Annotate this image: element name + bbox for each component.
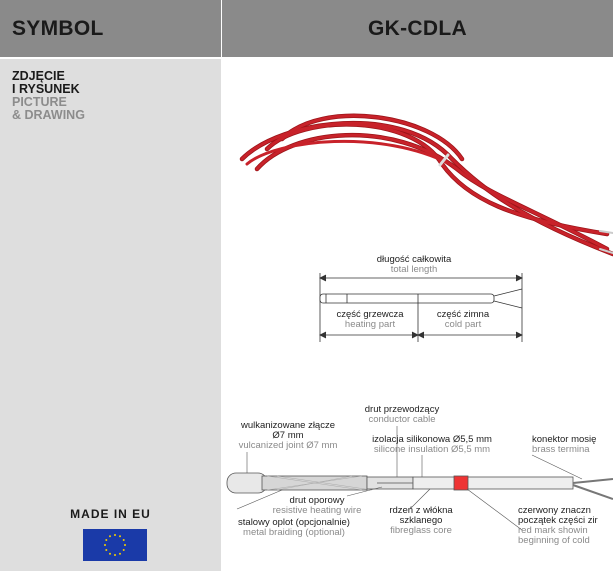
cold-part-label: część zimna cold part <box>428 310 498 330</box>
total-length-pl: długość całkowita <box>376 254 452 265</box>
connector-en: brass termina <box>532 444 590 455</box>
red-mark-label: czerwony znaczn początek części zir red … <box>518 506 613 546</box>
core-pl-2: szklanego <box>399 515 443 526</box>
insulation-label: izolacja silikonowa Ø5,5 mm silicone ins… <box>364 435 500 455</box>
joint-label: wulkanizowane złącze Ø7 mm vulcanized jo… <box>222 421 354 451</box>
product-illustration <box>226 113 613 531</box>
total-length-label: długość całkowita total length <box>344 255 484 275</box>
annotations: długość całkowita total length część grz… <box>222 59 613 571</box>
eu-flag-icon <box>83 529 147 561</box>
joint-pl-2: Ø7 mm <box>272 430 304 441</box>
made-in-eu-label: MADE IN EU <box>70 507 151 521</box>
core-pl-1: rdzeń z włókna <box>389 505 453 516</box>
heating-wire-en: resistive heating wire <box>272 505 362 516</box>
cold-part-pl: część zimna <box>436 309 490 320</box>
conductor-en: conductor cable <box>368 414 436 425</box>
core-label: rdzeń z włókna szklanego fibreglass core <box>377 506 465 536</box>
red-mark-en-1: red mark showin <box>518 525 588 536</box>
joint-en: vulcanized joint Ø7 mm <box>238 440 338 451</box>
cable-photo <box>239 113 613 257</box>
red-mark-pl-2: początek części zir <box>518 515 598 526</box>
header-model-label: GK-CDLA <box>368 17 467 40</box>
braiding-en: metal braiding (optional) <box>243 527 345 538</box>
label-pl-line1: ZDJĘCIE <box>12 69 65 83</box>
label-en-line1: PICTURE <box>12 95 67 109</box>
red-mark-pl-1: czerwony znaczn <box>518 505 591 516</box>
connector-label: konektor mosię brass termina <box>532 435 613 455</box>
heating-wire-pl: drut oporowy <box>289 495 345 506</box>
heating-wire-label: drut oporowy resistive heating wire <box>262 496 372 516</box>
schematic-drawing <box>319 273 523 342</box>
leader-lines <box>236 426 583 531</box>
main-panel <box>222 59 613 571</box>
header-model-cell: GK-CDLA <box>222 0 613 57</box>
cold-part-en: cold part <box>444 319 482 330</box>
header-symbol-label: SYMBOL <box>12 17 104 40</box>
joint-pl-1: wulkanizowane złącze <box>241 420 335 431</box>
sidebar-label: ZDJĘCIE I RYSUNEK PICTURE & DRAWING <box>12 70 85 122</box>
cable-cross-section <box>226 472 613 500</box>
conductor-label: drut przewodzący conductor cable <box>347 405 457 425</box>
total-length-en: total length <box>390 264 438 275</box>
heating-part-pl: część grzewcza <box>336 309 404 320</box>
conductor-pl: drut przewodzący <box>364 404 440 415</box>
insulation-en: silicone insulation Ø5,5 mm <box>373 444 491 455</box>
core-en: fibreglass core <box>390 525 452 536</box>
heating-part-en: heating part <box>344 319 396 330</box>
connector-pl: konektor mosię <box>532 434 597 445</box>
label-pl-line2: I RYSUNEK <box>12 82 80 96</box>
column-divider <box>221 0 222 571</box>
heating-part-label: część grzewcza heating part <box>322 310 418 330</box>
label-en-line2: & DRAWING <box>12 108 85 122</box>
header-symbol-cell: SYMBOL <box>0 0 221 57</box>
braiding-label: stalowy oplot (opcjonalnie) metal braidi… <box>224 518 364 538</box>
braiding-pl: stalowy oplot (opcjonalnie) <box>238 517 350 528</box>
sidebar <box>0 59 221 571</box>
insulation-pl: izolacja silikonowa Ø5,5 mm <box>372 434 492 445</box>
red-mark-en-2: beginning of cold <box>518 535 590 546</box>
